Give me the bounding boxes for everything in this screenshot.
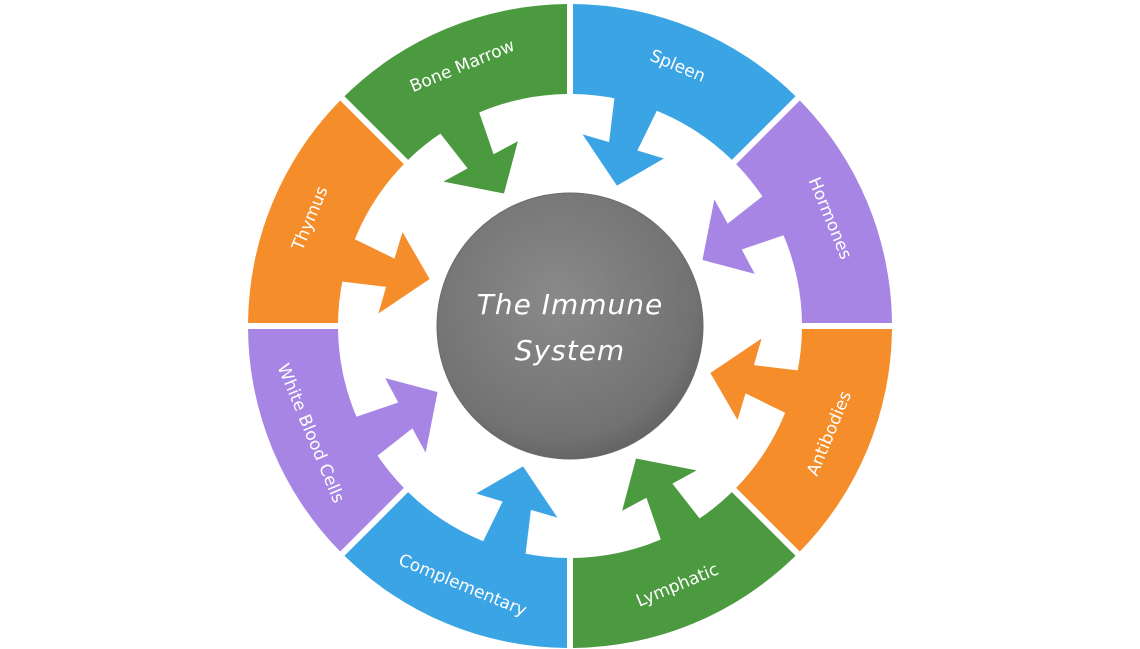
arrow-white-blood-cells xyxy=(354,378,438,457)
arrow-thymus xyxy=(340,232,430,314)
segment-spleen xyxy=(572,4,796,186)
segment-thymus xyxy=(248,100,430,324)
arrow-antibodies xyxy=(710,338,800,420)
ring-sector-complementary xyxy=(344,492,568,648)
ring-sector-hormones xyxy=(736,100,892,324)
segment-bone-marrow xyxy=(344,4,568,194)
center-hub: The Immune System xyxy=(430,186,710,466)
ring-sector-bone-marrow xyxy=(344,4,568,160)
center-title-line1: The Immune xyxy=(477,288,664,321)
segment-hormones xyxy=(702,100,892,324)
arrow-bone-marrow xyxy=(439,110,518,194)
segment-white-blood-cells xyxy=(248,328,438,552)
segments-layer xyxy=(248,4,892,648)
center-title-line2: System xyxy=(515,334,625,367)
arrow-lymphatic xyxy=(622,458,701,542)
ring-sector-antibodies xyxy=(736,328,892,552)
center-circle xyxy=(436,192,704,460)
ring-sector-white-blood-cells xyxy=(248,328,404,552)
ring-sector-spleen xyxy=(572,4,796,160)
arrow-hormones xyxy=(702,195,786,274)
ring-sector-lymphatic xyxy=(572,492,796,648)
ring-sector-thymus xyxy=(248,100,404,324)
segment-antibodies xyxy=(710,328,892,552)
arrow-complementary xyxy=(476,466,558,556)
segment-lymphatic xyxy=(572,458,796,648)
segment-complementary xyxy=(344,466,568,648)
arrow-spleen xyxy=(582,96,664,186)
